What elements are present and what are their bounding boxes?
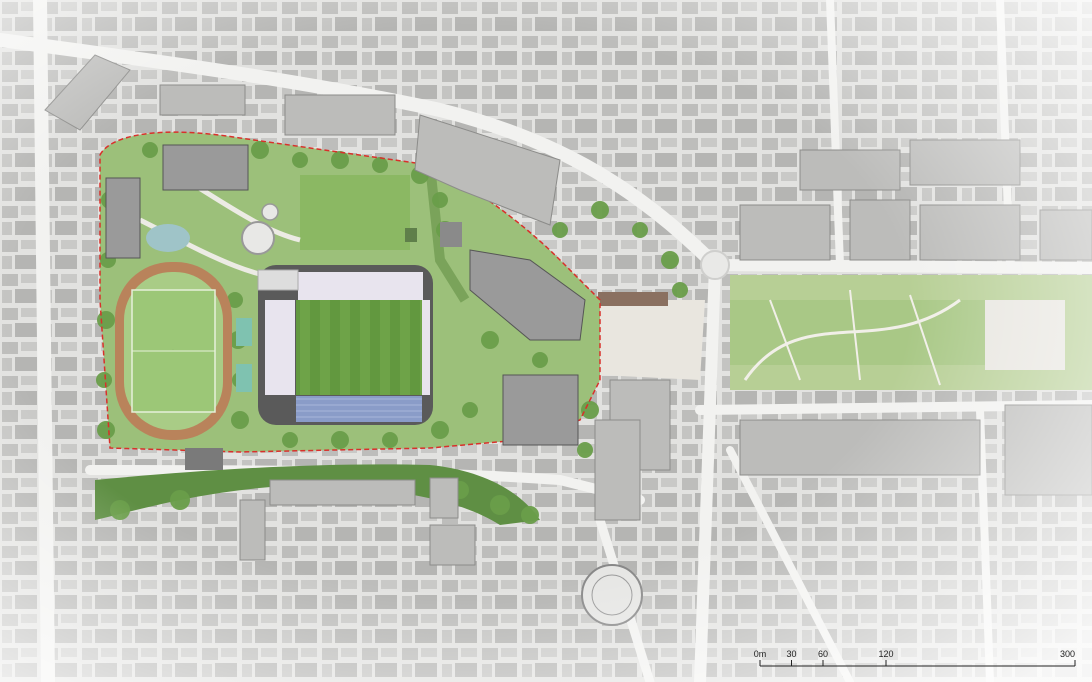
scale-bar: 0m 30 60 120 300	[754, 649, 1076, 667]
scale-label: 300	[1060, 649, 1075, 659]
scale-label: 120	[878, 649, 893, 659]
scale-label: 60	[818, 649, 828, 659]
scale-label: 0m	[754, 649, 767, 659]
scale-label: 30	[786, 649, 796, 659]
